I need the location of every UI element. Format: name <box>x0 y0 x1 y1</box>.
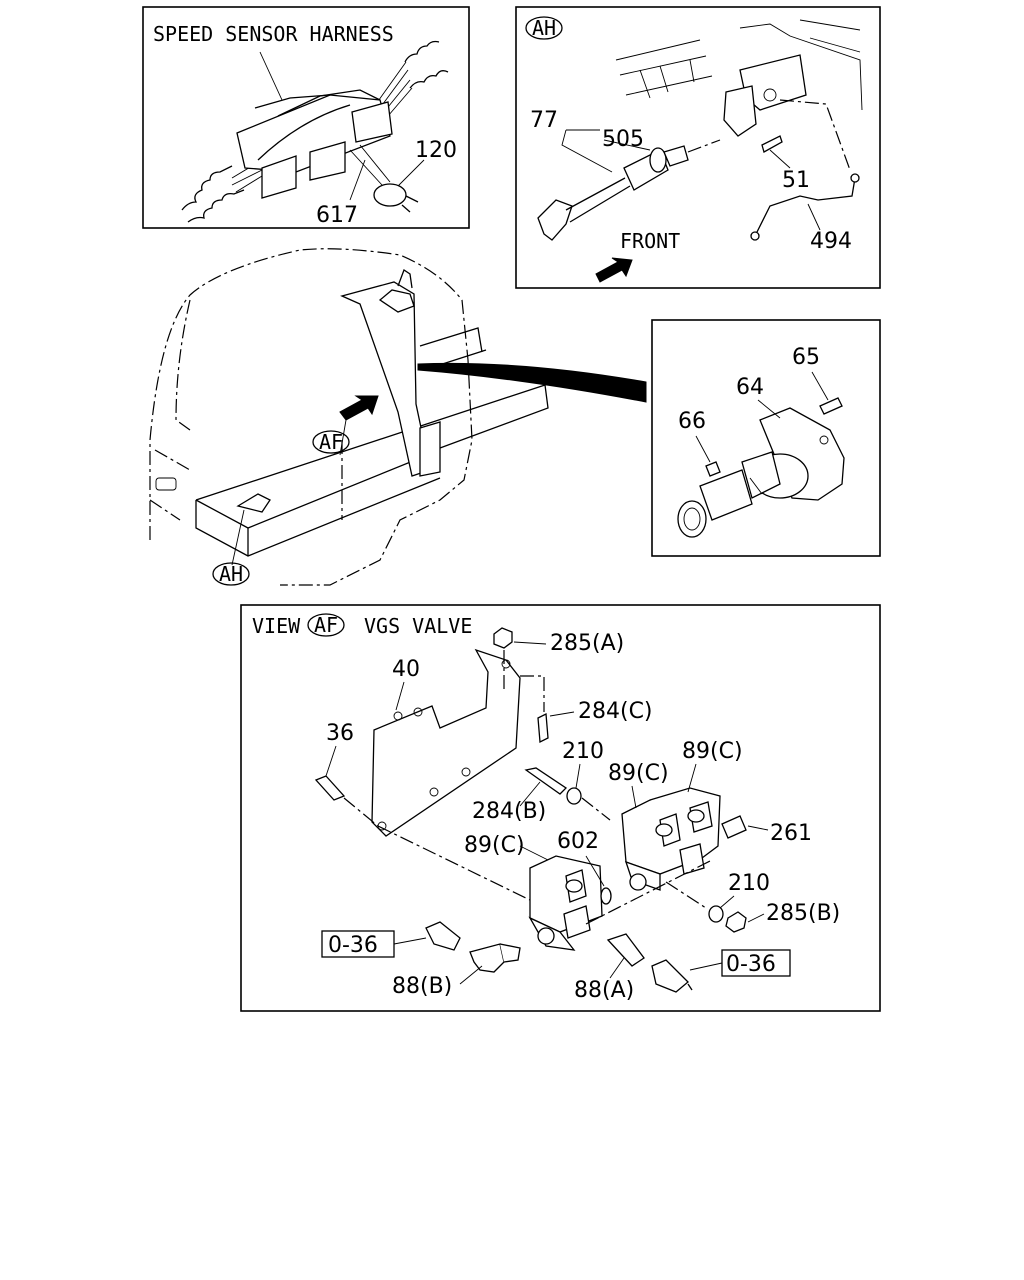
bolt-284b <box>524 767 568 795</box>
part-number-120: 120 <box>415 138 457 163</box>
fitting-88a <box>606 933 645 967</box>
ah-marker: AH <box>219 562 243 586</box>
part-number-284c: 284(C) <box>578 699 653 724</box>
connector-left <box>425 921 461 951</box>
vgs-valve-title: VGS VALVE <box>364 614 472 638</box>
ref-right: 0-36 <box>726 952 776 977</box>
lever-assembly <box>537 139 721 241</box>
part-number-285b: 285(B) <box>766 901 840 926</box>
valve-89c-lower <box>528 855 603 951</box>
speed-sensor-harness-title: SPEED SENSOR HARNESS <box>153 22 394 46</box>
part-number-66: 66 <box>678 409 706 434</box>
part-number-505: 505 <box>602 127 644 152</box>
bolt-36 <box>314 775 346 801</box>
ah-marker-circle <box>212 562 250 586</box>
hose-494 <box>754 177 856 237</box>
bolt-51 <box>761 135 783 153</box>
nut-285a <box>493 627 513 649</box>
sensor-illustration <box>677 397 845 538</box>
part-number-51: 51 <box>782 168 810 193</box>
front-arrow <box>595 257 633 283</box>
part-number-89c-left: 89(C) <box>608 761 669 786</box>
ref-left: 0-36 <box>328 933 378 958</box>
panel-frame <box>515 6 881 289</box>
part-number-40: 40 <box>392 657 420 682</box>
connector-right <box>651 959 689 993</box>
harness-connector-illustration <box>181 40 449 223</box>
speed-sensor-harness-panel: SPEED SENSOR HARNESS <box>142 6 470 229</box>
part-number-602: 602 <box>557 829 599 854</box>
ah-detail-tag: AH <box>532 16 556 40</box>
front-label: FRONT <box>620 229 680 253</box>
vgs-valve-panel: VIEW AF VGS VALVE <box>240 604 881 1012</box>
fitting-261 <box>721 815 747 839</box>
part-number-210-bottom: 210 <box>728 871 770 896</box>
af-marker-circle <box>312 430 350 454</box>
part-number-65: 65 <box>792 345 820 370</box>
part-number-88b: 88(B) <box>392 974 452 999</box>
view-prefix: VIEW <box>252 614 301 638</box>
vehicle-overview: AF AH <box>149 248 647 586</box>
washer-210-bottom <box>708 905 724 923</box>
part-number-89c-lower: 89(C) <box>464 833 525 858</box>
part-number-285a: 285(A) <box>550 631 624 656</box>
sensor-detail-panel: 65 64 66 <box>651 319 881 557</box>
frame-background-illustration <box>615 19 863 171</box>
panel-frame <box>651 319 881 557</box>
bracket-40 <box>371 648 521 837</box>
detail-ah-panel: AH 77 505 51 <box>515 6 881 289</box>
panel-frame <box>142 6 470 229</box>
part-number-36: 36 <box>326 721 354 746</box>
fitting-88b <box>469 943 505 973</box>
ah-tag-circle <box>525 16 563 40</box>
part-number-261: 261 <box>770 821 812 846</box>
part-number-494: 494 <box>810 229 852 254</box>
bolt-284c <box>537 712 549 744</box>
valve-89c-upper <box>621 787 721 891</box>
view-tag-circle <box>307 613 345 637</box>
view-tag: AF <box>314 613 338 637</box>
speed-sensor-part <box>373 183 407 207</box>
view-direction-arrow <box>339 395 379 421</box>
part-number-617: 617 <box>316 203 358 228</box>
af-marker: AF <box>319 430 343 454</box>
part-number-64: 64 <box>736 375 764 400</box>
oring-602 <box>600 887 612 905</box>
part-number-77: 77 <box>530 108 558 133</box>
washer-210-top <box>566 787 582 805</box>
part-number-88a: 88(A) <box>574 978 634 1003</box>
nut-285b <box>725 911 747 933</box>
panel-frame <box>240 604 881 1012</box>
part-number-89c-right: 89(C) <box>682 739 743 764</box>
part-number-210-top: 210 <box>562 739 604 764</box>
part-number-284b: 284(B) <box>472 799 546 824</box>
